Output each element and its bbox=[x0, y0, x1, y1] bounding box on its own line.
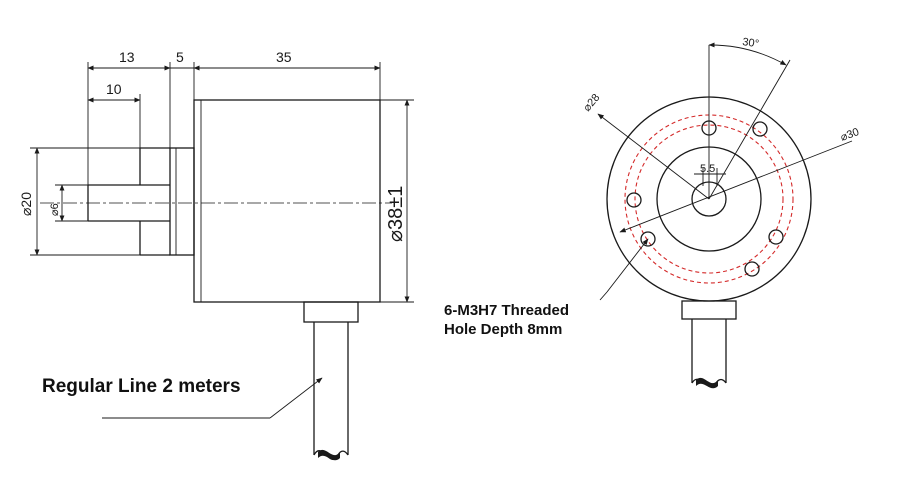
cable-leader-diag bbox=[269, 377, 323, 419]
dim-5: 5 bbox=[170, 49, 195, 100]
mounting-hole bbox=[752, 121, 768, 137]
shaft bbox=[87, 148, 170, 222]
dim-phi38-label: ⌀38±1 bbox=[385, 186, 407, 242]
angle-30-label: 30° bbox=[742, 36, 760, 50]
dim-5-label: 5 bbox=[176, 49, 184, 65]
phi30-leader bbox=[619, 140, 853, 233]
dim-phi6-label: ⌀6 bbox=[49, 203, 61, 216]
cable-note: Regular Line 2 meters bbox=[42, 376, 241, 397]
front-cable bbox=[681, 300, 737, 389]
dim-13: 13 bbox=[87, 49, 171, 185]
dim-phi20-label: ⌀20 bbox=[18, 192, 34, 216]
dim-35-label: 35 bbox=[276, 49, 292, 65]
front-view: 30° ⌀28 ⌀30 5.5 bbox=[581, 36, 861, 389]
mounting-hole bbox=[626, 192, 642, 208]
thread-note-line2: Hole Depth 8mm bbox=[444, 321, 562, 338]
boss bbox=[139, 147, 195, 256]
mounting-hole bbox=[640, 231, 656, 247]
mounting-hole bbox=[768, 229, 784, 245]
angle-arc bbox=[708, 42, 787, 66]
dim-phi6: ⌀6 bbox=[49, 184, 88, 222]
angle-leader bbox=[708, 59, 791, 200]
thread-leader bbox=[606, 238, 649, 293]
hole-circle-inner bbox=[634, 124, 784, 274]
encoder-body bbox=[193, 99, 381, 303]
dim-10: 10 bbox=[87, 81, 141, 148]
thread-leader-tail bbox=[599, 291, 608, 301]
dim-5-5-label: 5.5 bbox=[700, 163, 715, 175]
thread-note-line1: 6-M3H7 Threaded bbox=[444, 302, 569, 319]
side-cable bbox=[303, 301, 359, 461]
side-view: 13 5 35 10 ⌀20 bbox=[18, 49, 414, 461]
dim-35: 35 bbox=[193, 49, 381, 100]
dim-5-5: 5.5 bbox=[694, 163, 726, 186]
dim-13-label: 13 bbox=[119, 49, 135, 65]
dim-phi38: ⌀38±1 bbox=[380, 99, 414, 303]
mounting-hole bbox=[744, 261, 760, 277]
dim-10-label: 10 bbox=[106, 81, 122, 97]
phi28-leader bbox=[597, 113, 710, 200]
dim-phi20: ⌀20 bbox=[18, 147, 140, 256]
phi28-label: ⌀28 bbox=[581, 92, 602, 114]
phi30-label: ⌀30 bbox=[839, 126, 861, 144]
